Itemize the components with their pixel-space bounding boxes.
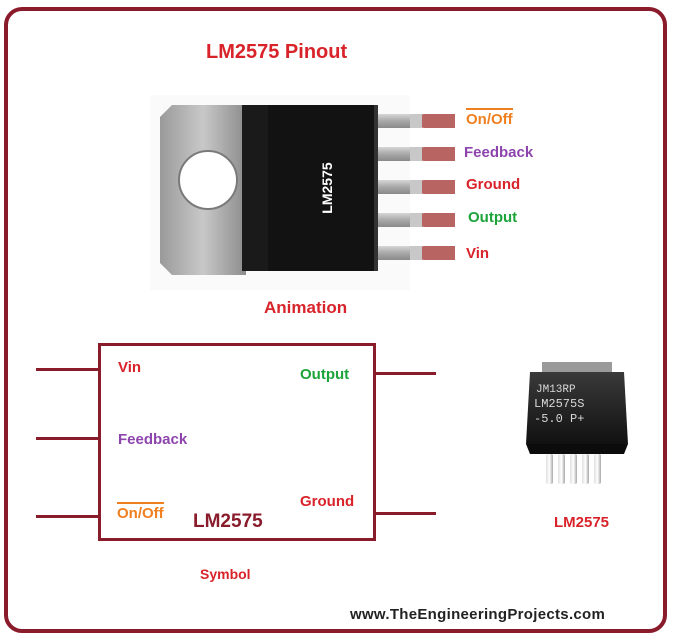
animation-caption: Animation xyxy=(264,298,348,317)
smd-chip-photo: JM13RP LM2575S -5.0 P+ xyxy=(526,362,628,484)
to220-package-illustration: LM2575 xyxy=(150,95,410,290)
symbol-chip-name: LM2575 xyxy=(193,511,263,532)
symbol-pin-on-off: On/Off xyxy=(117,502,164,522)
smd-chip-caption: LM2575 xyxy=(554,514,610,531)
website-watermark: www.TheEngineeringProjects.com xyxy=(350,606,606,623)
package-body-shadow xyxy=(242,105,268,271)
symbol-caption: Symbol xyxy=(200,566,251,582)
symbol-pin-vin: Vin xyxy=(118,359,142,376)
pin-leads xyxy=(378,114,410,260)
symbol-box xyxy=(98,343,376,541)
pin-label-output: Output xyxy=(468,209,518,226)
symbol-lead-output xyxy=(374,372,436,375)
pin-label-feedback: Feedback xyxy=(464,144,534,161)
symbol-pin-ground: Ground xyxy=(300,493,355,510)
symbol-pin-output: Output xyxy=(300,366,350,383)
symbol-pin-feedback: Feedback xyxy=(118,431,188,448)
pin-label-ground: Ground xyxy=(466,176,521,193)
symbol-lead-feedback xyxy=(36,437,100,440)
pin-lead-tips xyxy=(410,114,455,260)
symbol-lead-on-off xyxy=(36,515,100,518)
package-body xyxy=(268,105,376,271)
symbol-lead-vin xyxy=(36,368,100,371)
package-marking: LM2575 xyxy=(319,162,335,214)
svg-text:-5.0 P+: -5.0 P+ xyxy=(534,412,584,426)
svg-text:JM13RP: JM13RP xyxy=(536,384,576,396)
svg-text:LM2575S: LM2575S xyxy=(534,397,584,411)
pin-label-on-off: On/Off xyxy=(466,108,513,128)
pin-label-vin: Vin xyxy=(466,245,490,262)
symbol-lead-ground xyxy=(374,512,436,515)
page-title: LM2575 Pinout xyxy=(206,41,348,63)
mounting-hole xyxy=(178,150,238,210)
